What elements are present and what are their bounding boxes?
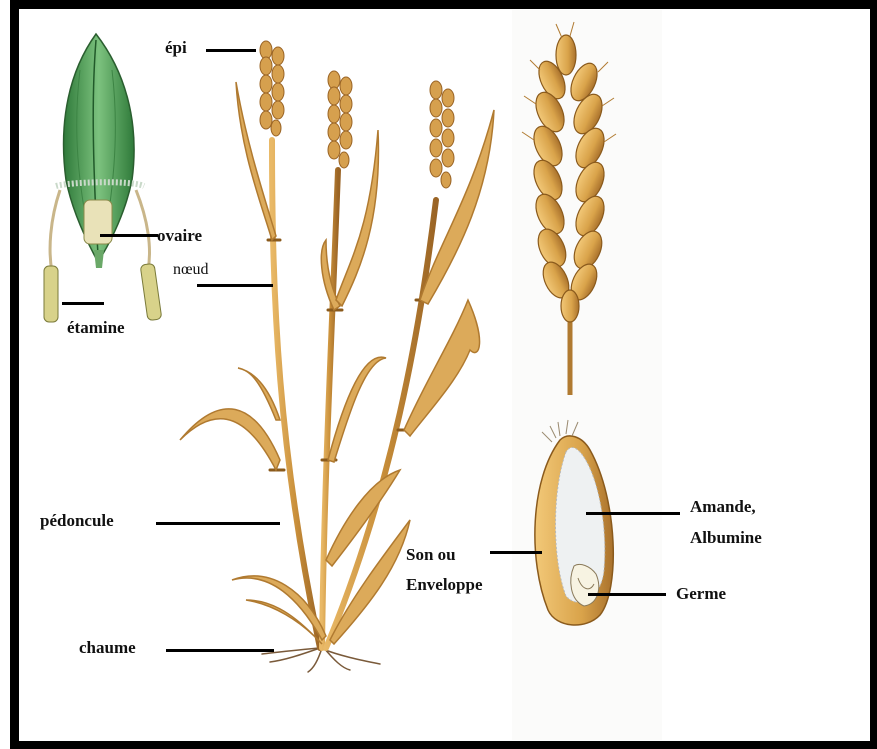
leader-line-chaume — [166, 649, 274, 652]
wheat-spike-illustration — [522, 22, 616, 395]
leader-line-amande — [586, 512, 680, 515]
leader-line-pedoncule — [156, 522, 280, 525]
leader-line-germe — [588, 593, 666, 596]
leader-line-ovaire — [100, 234, 158, 237]
leader-line-etamine — [62, 302, 104, 305]
wheat-flower-illustration — [44, 34, 162, 322]
label-amande-line1: Amande, — [690, 497, 756, 517]
label-chaume: chaume — [79, 638, 136, 658]
label-son-line2: Enveloppe — [406, 575, 483, 595]
label-etamine: étamine — [67, 318, 125, 338]
label-amande-line2: Albumine — [690, 528, 762, 548]
leader-line-epi — [206, 49, 256, 52]
label-son-line1: Son ou — [406, 545, 456, 565]
leader-line-noeud — [197, 284, 273, 287]
label-pedoncule: pédoncule — [40, 511, 114, 531]
leader-line-son — [490, 551, 542, 554]
label-epi: épi — [165, 38, 187, 58]
label-noeud: nœud — [173, 260, 209, 279]
label-ovaire: ovaire — [157, 226, 202, 246]
label-germe: Germe — [676, 584, 726, 604]
